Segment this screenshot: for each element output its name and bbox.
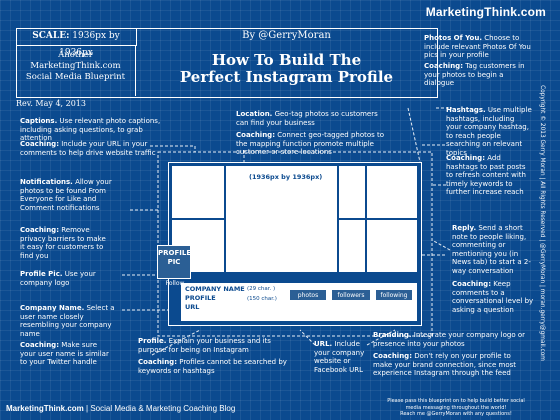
photo-tile (339, 166, 365, 218)
note-coaching-reply: Coaching: Keep comments to a conversatio… (452, 280, 534, 314)
url-field: URL (185, 303, 200, 311)
scale-label: SCALE: 1936px by 1936px (16, 28, 137, 58)
footer-tagline: MarketingThink.com | Social Media & Mark… (6, 404, 236, 413)
chars-29: (29 char. ) (247, 286, 276, 292)
note-coaching-brand: Coaching: Don't rely on your profile to … (373, 352, 517, 378)
connector-line (407, 107, 421, 163)
note-captions: Captions. Use relevant photo captions, i… (20, 117, 161, 143)
profile-field: PROFILE (185, 294, 216, 302)
note-coaching-url: Coaching: Include your URL in your comme… (20, 140, 156, 157)
info-line: Another (58, 50, 93, 60)
company-name-field: COMPANY NAME (185, 285, 245, 293)
note-location: Location. Geo-tag photos so customers ca… (236, 110, 378, 127)
note-reply: Reply. Send a short note to people likin… (452, 224, 531, 275)
profile-fields: COMPANY NAME PROFILE URL (185, 285, 245, 312)
featured-photo (226, 166, 337, 272)
photo-dimension: (1936px by 1936px) (249, 173, 323, 181)
note-hashtags: Hashtags. Use multiple hashtags, includi… (446, 106, 532, 157)
title-block (16, 28, 438, 98)
info-line: MarketingThink.com (30, 61, 121, 71)
note-company-name: Company Name. Select a user name closely… (20, 304, 115, 338)
connector-line (151, 329, 201, 356)
connector-line (366, 329, 396, 346)
note-profile-pic: Profile Pic. Use your company logo (20, 270, 96, 287)
byline: By @GerryMoran (242, 30, 331, 41)
revision-date: Rev. May 4, 2013 (16, 99, 86, 108)
note-coaching-hashtag: Coaching: Add hashtags to past posts to … (446, 154, 526, 197)
note-url: URL. Include your company website or Fac… (314, 340, 365, 374)
note-coaching-tag: Coaching: Tag customers in your photos t… (424, 62, 525, 88)
note-photos-of-you: Photos Of You. Choose to include relevan… (424, 34, 531, 60)
info-line: Social Media Blueprint (25, 72, 126, 82)
photo-tile (339, 220, 365, 272)
photo-tile (172, 166, 224, 218)
note-coaching-name: Coaching: Make sure your user name is si… (20, 341, 109, 367)
connector-line (431, 239, 451, 251)
photo-tile (367, 220, 417, 272)
blueprint-info: Another MarketingThink.com Social Media … (16, 46, 136, 96)
footer-note: Please pass this blueprint on to help bu… (387, 398, 525, 417)
connector-line (299, 329, 316, 346)
following-button[interactable]: following (375, 289, 413, 301)
instagram-profile-mockup: (1936px by 1936px) PROFILE PIC Follow CO… (157, 162, 422, 326)
photos-button[interactable]: photos (289, 289, 327, 301)
follow-button[interactable]: Follow (165, 280, 185, 287)
page-title: How To Build The Perfect Instagram Profi… (179, 51, 394, 86)
brand-logo: MarketingThink.com (425, 5, 546, 19)
note-profile: Profile. Explain your business and its p… (138, 337, 271, 354)
followers-button[interactable]: followers (331, 289, 371, 301)
note-branding: Branding. Integrate your company logo or… (373, 331, 526, 348)
note-coaching-privacy: Coaching: Remove privacy barriers to mak… (20, 226, 106, 260)
profile-pic[interactable]: PROFILE PIC (157, 245, 191, 279)
note-coaching-profile: Coaching: Profiles cannot be searched by… (138, 358, 287, 375)
photo-tile (367, 166, 417, 218)
note-notifications: Notifications. Allow your photos to be f… (20, 178, 112, 212)
note-coaching-geo: Coaching: Connect geo-tagged photos to t… (236, 131, 385, 157)
mockup-dashed-outline (157, 151, 433, 337)
chars-150: (150 char.) (247, 296, 277, 302)
